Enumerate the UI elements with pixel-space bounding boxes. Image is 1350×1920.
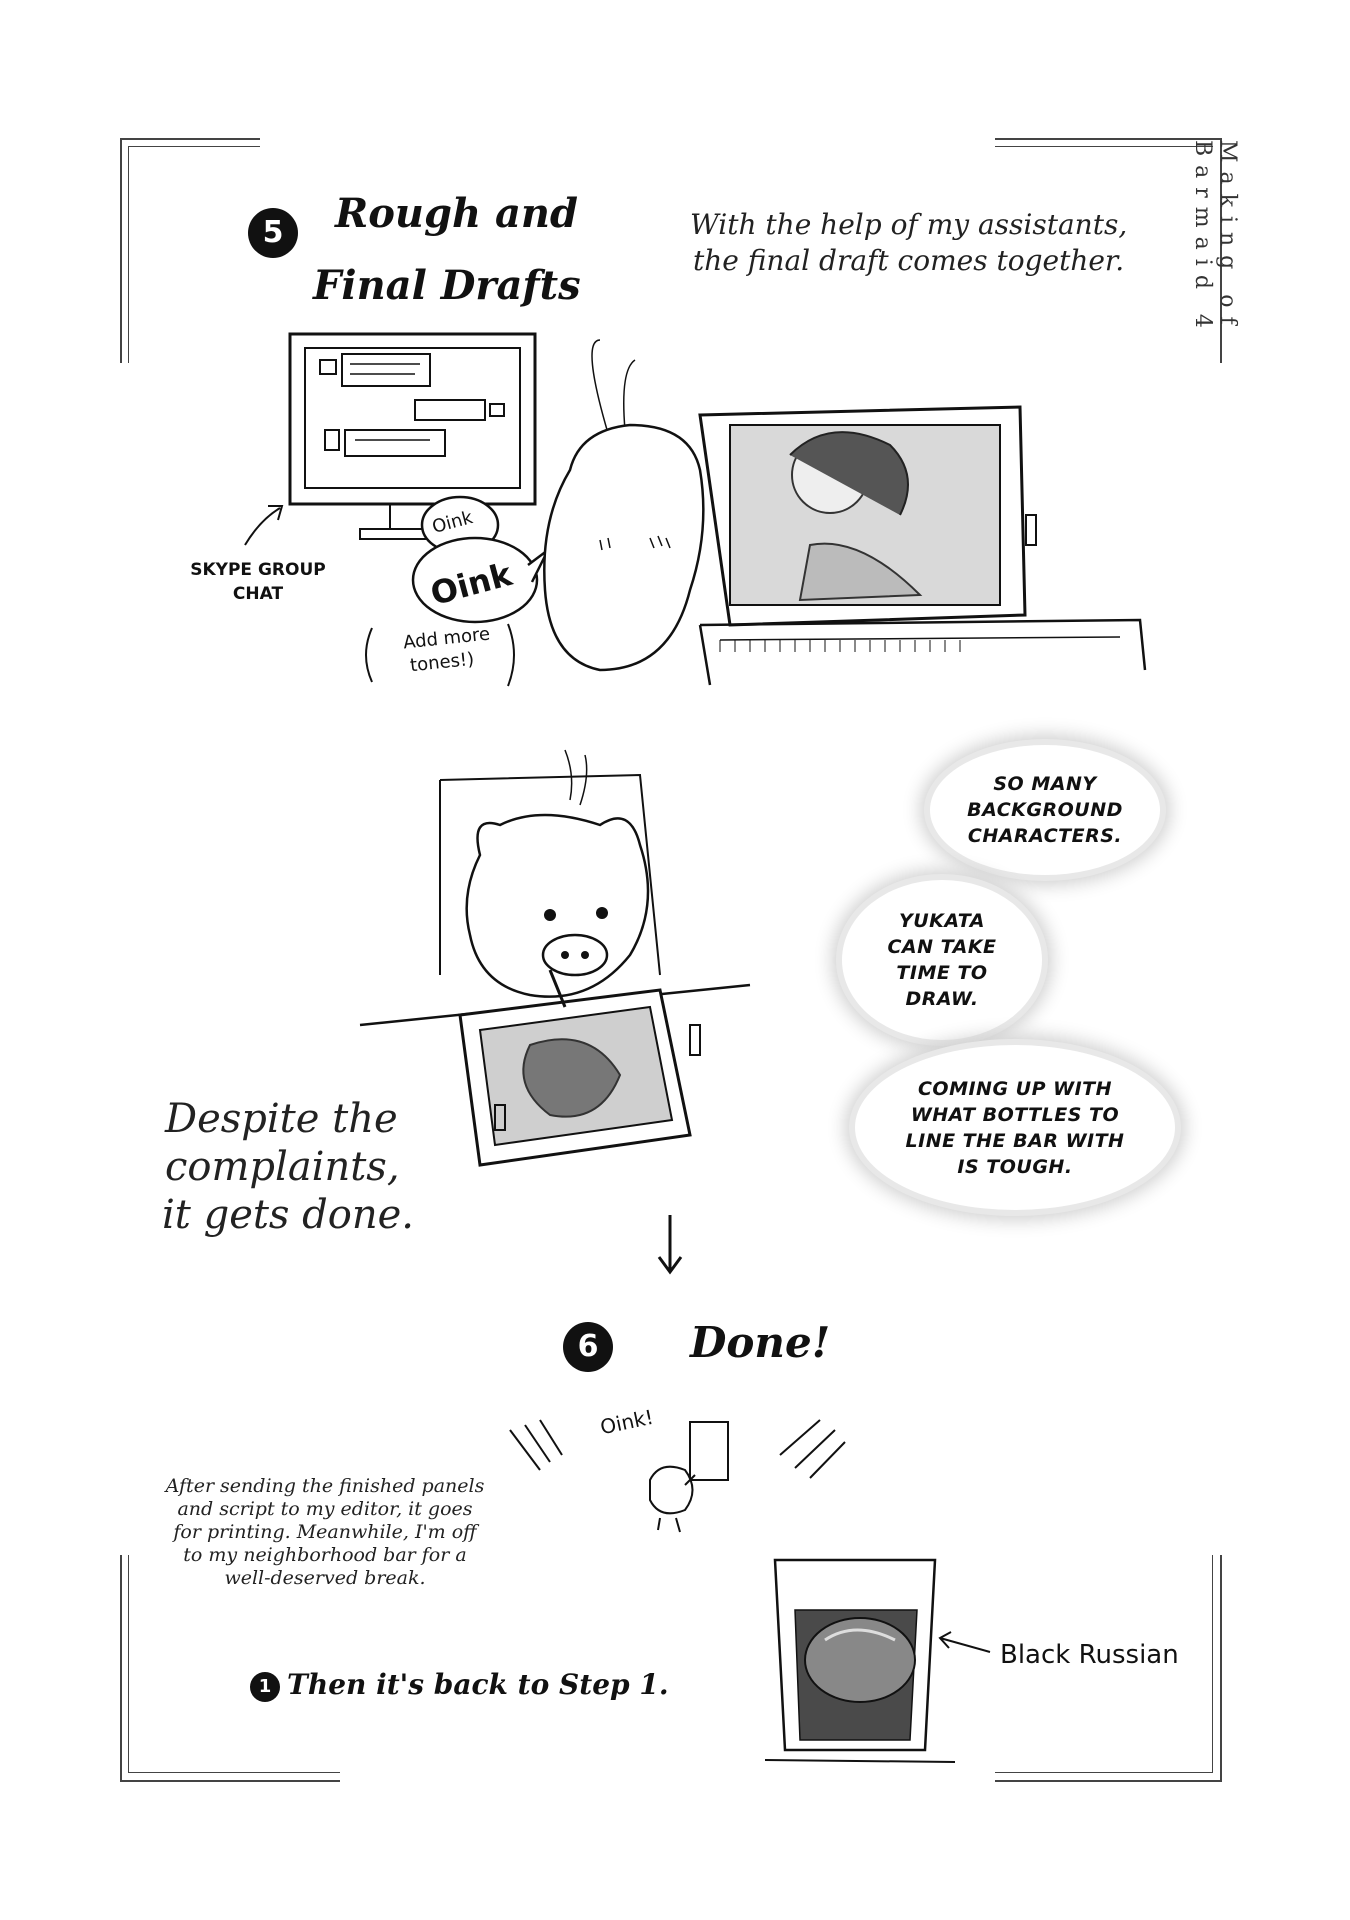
complaint-bubble-bottles: COMING UP WITH WHAT BOTTLES TO LINE THE … (855, 1045, 1175, 1210)
side-title: Making of Barmaid 4 (1190, 140, 1240, 337)
complaint-text-1: SO MANY BACKGROUND CHARACTERS. (967, 773, 1123, 847)
skype-arrow-icon (244, 505, 284, 546)
done-pig-illustration (509, 1419, 846, 1533)
frame-top-left-v2 (128, 146, 129, 363)
step-5-caption-line2: the final draft comes together. (693, 244, 1125, 277)
oink-bubbles (411, 495, 550, 624)
after-note-line2: and script to my editor, it goes (177, 1498, 473, 1520)
complaint-bubble-yukata: YUKATA CAN TAKE TIME TO DRAW. (842, 880, 1042, 1040)
complaint-text-3: COMING UP WITH WHAT BOTTLES TO LINE THE … (905, 1077, 1125, 1178)
step-5-title-line1: Rough and (335, 190, 578, 237)
step-6-title: Done! (690, 1318, 831, 1367)
skype-monitor-illustration (288, 332, 537, 540)
pig-back-illustration (543, 339, 705, 672)
frame-top-left-h2 (128, 146, 260, 147)
after-note-line5: well-deserved break. (224, 1567, 426, 1589)
frame-bottom-left-v2 (128, 1555, 129, 1773)
black-russian-glass-illustration (764, 1558, 956, 1763)
frame-bottom-right-v (1220, 1555, 1222, 1782)
frame-top-right-h2 (995, 146, 1213, 147)
frame-top-left-h (120, 138, 260, 140)
down-arrow-icon (657, 1215, 683, 1275)
drink-label: Black Russian (1000, 1640, 1179, 1670)
frame-bottom-right-v2 (1212, 1555, 1213, 1773)
pen-display-illustration (698, 405, 1147, 686)
step-5-circle: 5 (248, 208, 298, 258)
frame-bottom-left-v (120, 1555, 122, 1782)
step-6-circle: 6 (563, 1322, 613, 1372)
after-note-line3: for printing. Meanwhile, I'm off (173, 1521, 477, 1543)
complaint-bubble-background-characters: SO MANY BACKGROUND CHARACTERS. (930, 745, 1160, 875)
back-step-1-circle: 1 (250, 1672, 280, 1702)
frame-bottom-left-h (120, 1780, 340, 1782)
complaints-caption-line3: it gets done. (162, 1192, 415, 1238)
frame-top-right-v (1220, 138, 1222, 363)
after-note-line4: to my neighborhood bar for a (183, 1544, 467, 1566)
skype-label-line1: SKYPE GROUP (190, 560, 326, 580)
step-5-title-line2: Final Drafts (313, 262, 581, 309)
back-to-step-1-text: Then it's back to Step 1. (287, 1668, 669, 1701)
note-parentheses (365, 623, 515, 687)
frame-bottom-left-h2 (128, 1772, 340, 1773)
frame-top-right-h (995, 138, 1220, 140)
after-note-line1: After sending the finished panels (165, 1475, 485, 1497)
step-5-caption-line1: With the help of my assistants, (690, 208, 1128, 241)
frame-bottom-right-h (995, 1780, 1222, 1782)
frame-bottom-right-h2 (995, 1772, 1213, 1773)
skype-label-line2: CHAT (232, 584, 284, 604)
frame-top-left-v (120, 138, 122, 363)
complaints-caption-line2: complaints, (165, 1144, 400, 1190)
pig-tablet-illustration (359, 749, 751, 1167)
complaint-text-2: YUKATA CAN TAKE TIME TO DRAW. (887, 910, 997, 1010)
complaints-caption-line1: Despite the (165, 1096, 398, 1142)
drink-arrow-icon (938, 1631, 991, 1653)
